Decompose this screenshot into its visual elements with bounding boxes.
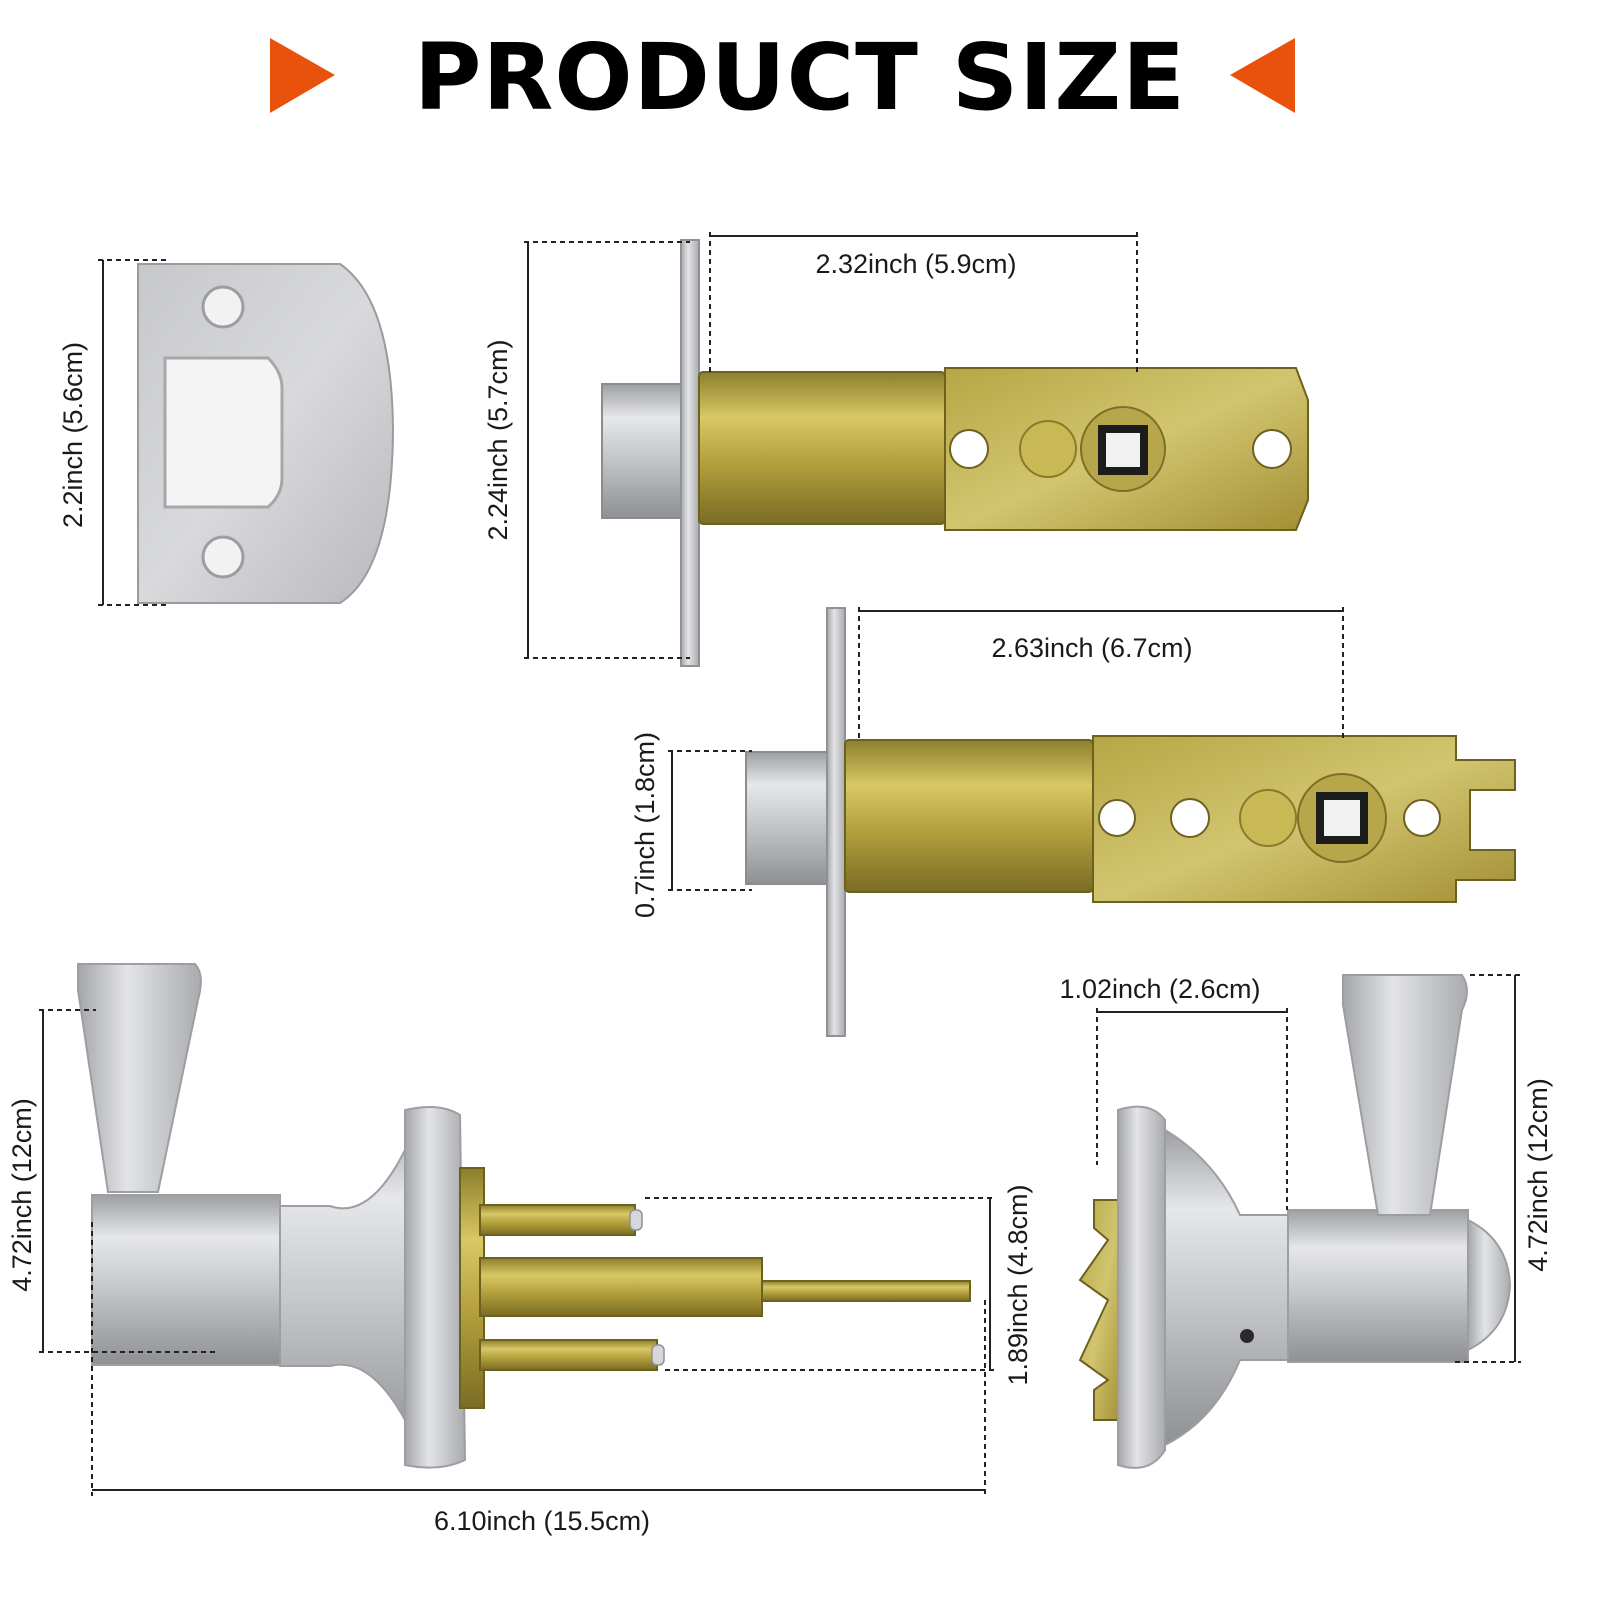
latch-dimension-lines [524,232,1138,659]
left-lever-height-label: 4.72inch (12cm) [7,1098,37,1292]
lever-handle-rear-view [1078,974,1512,1469]
latch-adjustable [745,607,1516,1037]
left-lever-dimension-lines [39,1009,996,1496]
adjustable-latch-dimension-lines [668,607,1344,891]
right-pointing-arrow-icon [270,38,335,113]
adjustable-length-label: 2.63inch (6.7cm) [991,633,1193,663]
strike-height-dimension-line [98,259,170,606]
bolt-height-label: 0.7inch (1.8cm) [630,731,660,919]
latch-height-label: 2.24inch (5.7cm) [483,339,513,541]
right-lever-dimension-lines [1096,974,1521,1363]
strike-plate [137,263,395,604]
right-lever-height-label: 4.72inch (12cm) [1523,1078,1553,1272]
page-title: PRODUCT SIZE [414,24,1186,131]
strike-height-label: 2.2inch (5.6cm) [58,341,88,529]
total-length-label: 6.10inch (15.5cm) [433,1506,651,1536]
left-pointing-arrow-icon [1230,38,1295,113]
rose-depth-label: 1.02inch (2.6cm) [1059,974,1261,1004]
latch-standard [601,239,1309,667]
lever-handle-side-view [77,963,971,1469]
latch-length-label: 2.32inch (5.9cm) [815,249,1017,279]
spindle-height-label: 1.89inch (4.8cm) [1003,1184,1033,1386]
